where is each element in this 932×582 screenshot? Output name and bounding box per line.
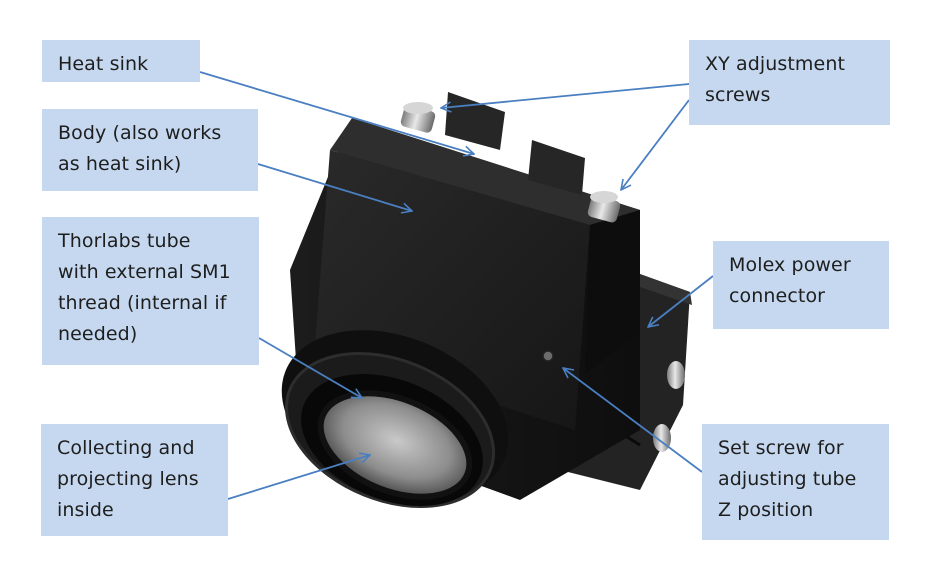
- callout-text: projecting lens: [57, 468, 199, 490]
- callout-text: Molex power: [729, 254, 851, 276]
- callout-text: needed): [58, 323, 138, 345]
- callout-text: Body (also works: [58, 122, 222, 144]
- leader-arrows: [199, 71, 714, 500]
- callout-text: thread (internal if: [58, 292, 227, 314]
- arrow-molex: [648, 275, 714, 327]
- callout-body: Body (also works as heat sink): [42, 109, 258, 191]
- arrow-heat-sink: [199, 71, 474, 154]
- callout-text: Set screw for: [718, 437, 844, 459]
- callout-text: Thorlabs tube: [58, 230, 191, 252]
- callout-text: screws: [705, 84, 771, 106]
- callout-text: XY adjustment: [705, 53, 846, 75]
- arrow-body: [257, 163, 412, 211]
- xy-screws: [400, 102, 621, 223]
- lens-tube: [281, 330, 509, 508]
- set-screw-hole: [542, 350, 554, 362]
- callout-text: inside: [57, 499, 114, 521]
- callout-text: as heat sink): [58, 153, 182, 175]
- callout-text: adjusting tube: [718, 468, 857, 490]
- callout-text: Heat sink: [58, 53, 149, 75]
- callout-text: connector: [729, 285, 826, 307]
- arrow-tube: [258, 337, 362, 398]
- callout-set-screw: Set screw for adjusting tube Z position: [702, 424, 889, 540]
- callout-molex-connector: Molex power connector: [713, 241, 889, 329]
- callout-text: Z position: [718, 499, 814, 521]
- arrow-lens: [227, 455, 370, 500]
- callout-thorlabs-tube: Thorlabs tube with external SM1 thread (…: [42, 217, 259, 365]
- arrow-xy-top: [441, 83, 690, 108]
- callout-lens: Collecting and projecting lens inside: [41, 424, 228, 536]
- callout-text: with external SM1: [58, 261, 231, 283]
- arrow-set-screw: [563, 368, 703, 473]
- arrow-xy-right: [621, 99, 690, 190]
- callout-text: Collecting and: [57, 437, 195, 459]
- callout-heat-sink: Heat sink: [42, 40, 200, 82]
- lens-glass: [320, 393, 470, 497]
- callout-xy-screws: XY adjustment screws: [689, 40, 890, 125]
